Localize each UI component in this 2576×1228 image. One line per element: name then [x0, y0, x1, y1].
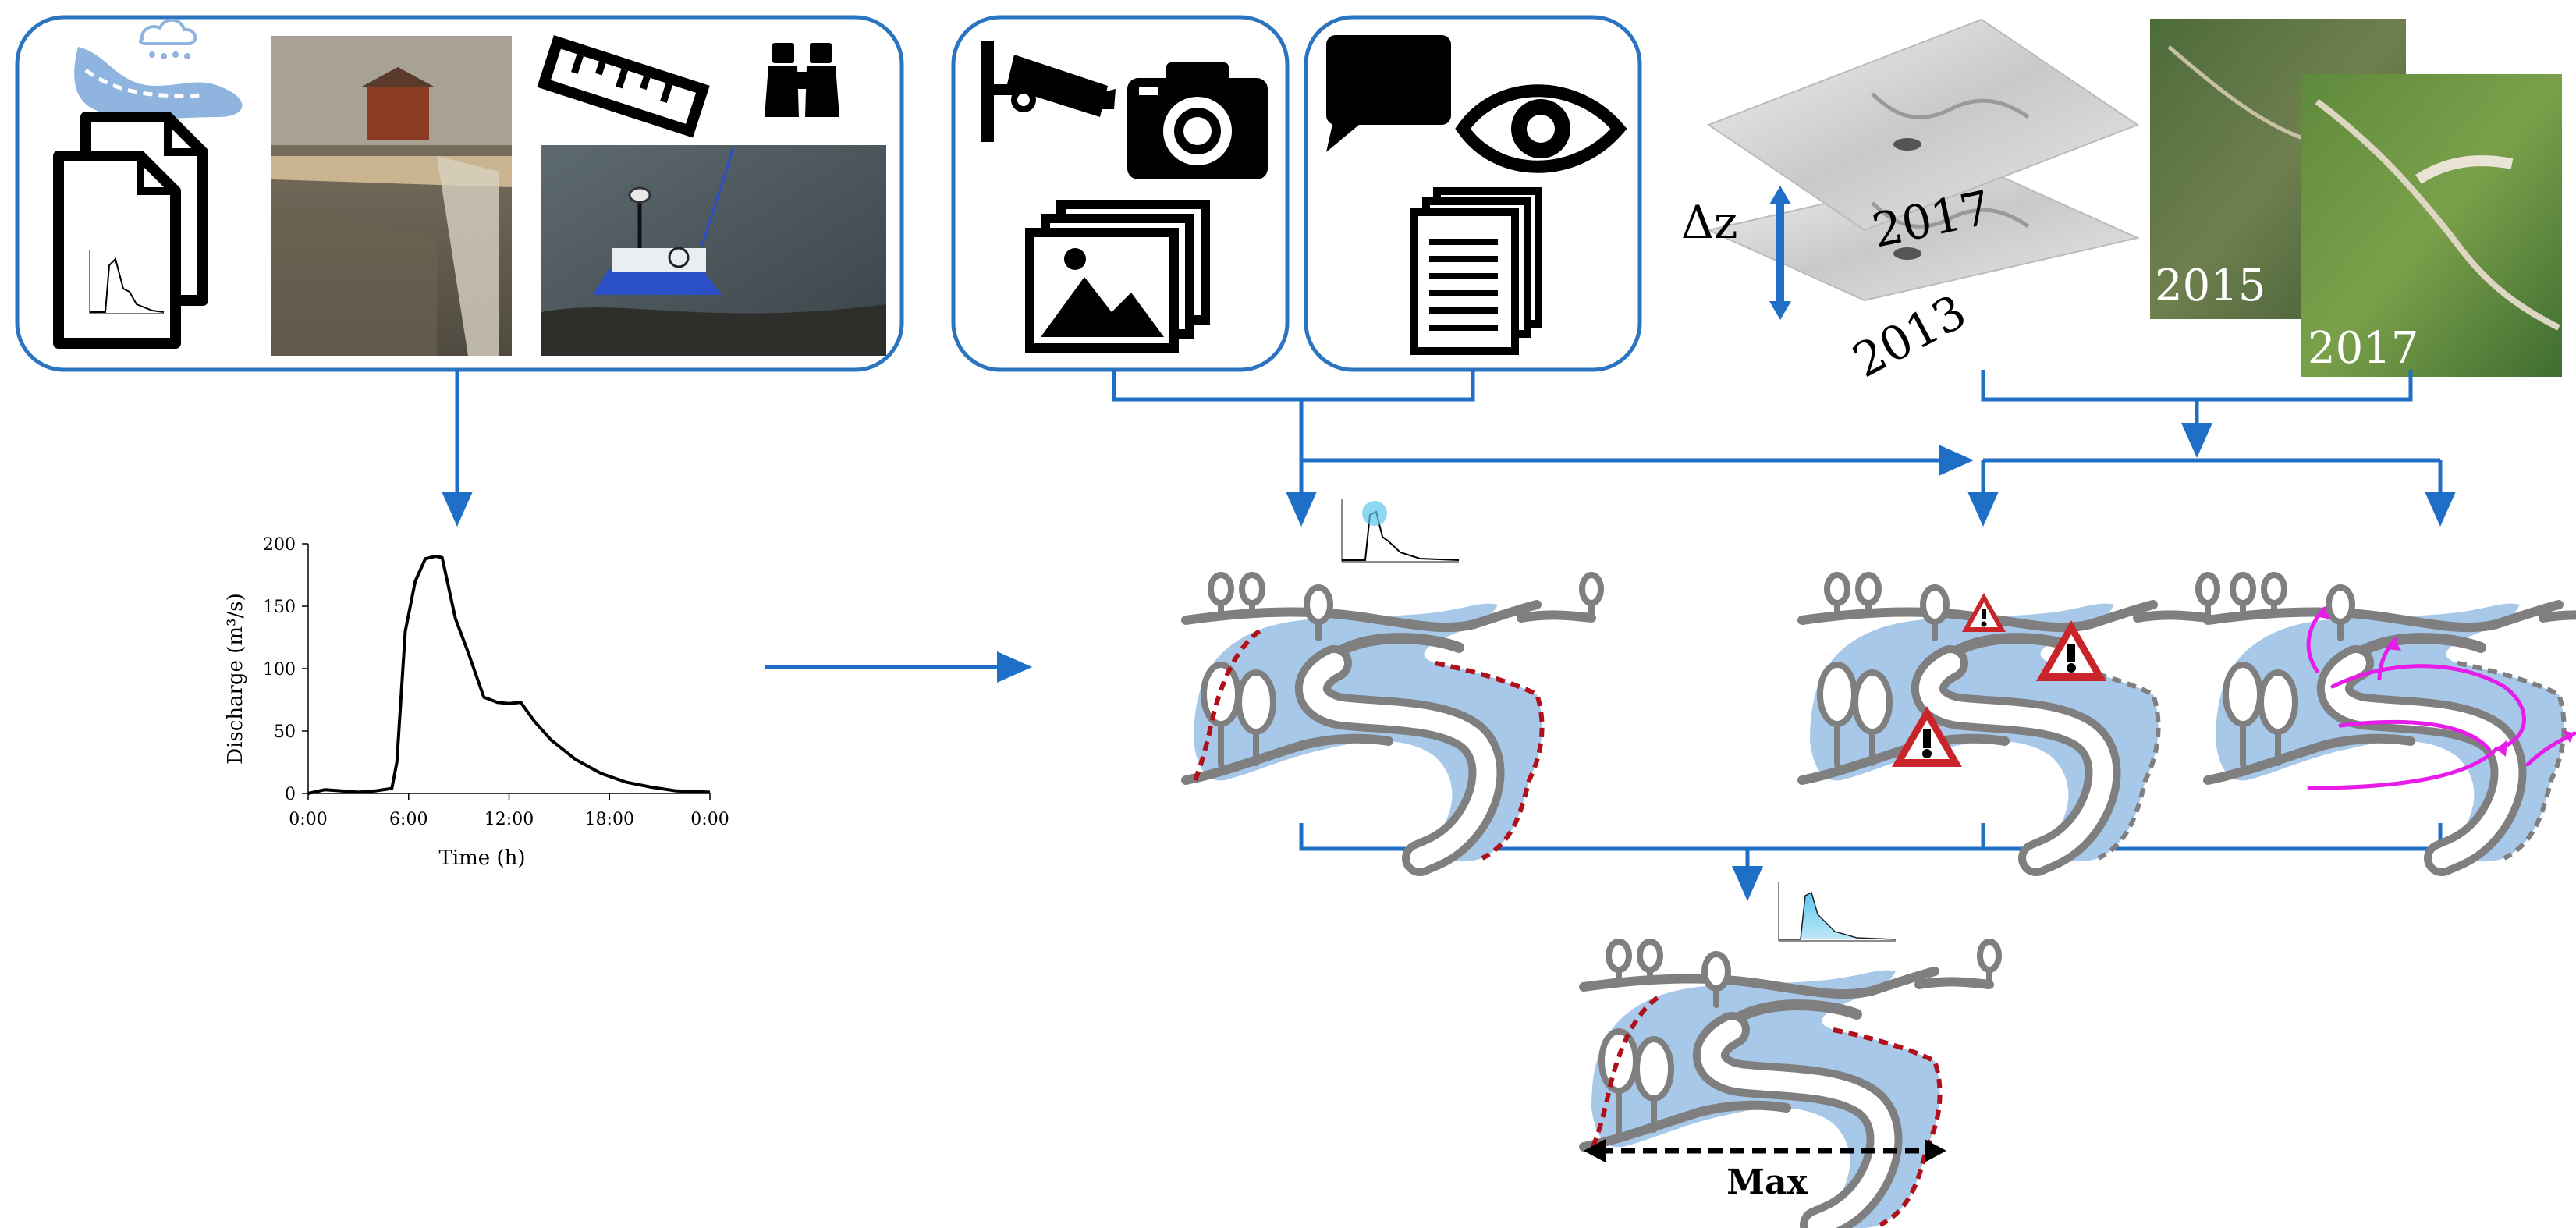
- mini-hydrograph-volume-icon: [1778, 882, 1897, 942]
- chart-tick-labels: 0 50 100 150 200 0:00 6:00 12:00 18:00 0:00: [263, 535, 729, 829]
- chart-x-tick-label: 0:00: [690, 810, 729, 829]
- delta-z-label: Δz: [1681, 196, 1737, 249]
- catchment-rain-icon: [74, 18, 243, 119]
- chart-x-tick-label: 6:00: [389, 810, 428, 829]
- orthophoto-comparison: 2015 2017: [2150, 19, 2562, 377]
- mini-hydrograph-peak-icon: [1341, 499, 1460, 563]
- chart-y-tick-label: 100: [263, 660, 296, 680]
- text-document-stack-icon: [1410, 187, 1542, 355]
- chart-axes: [307, 544, 710, 794]
- river-measurement-photo: [541, 145, 886, 356]
- dem-difference-layers: Δz 2017 2013: [1681, 18, 2141, 389]
- eye-icon: [1455, 84, 1627, 173]
- hydrograph-document-icon: [89, 250, 165, 314]
- scene-peak-extent: [1186, 499, 1601, 861]
- chart-x-tick-label: 0:00: [289, 810, 327, 829]
- image-gallery-icon: [1025, 200, 1210, 353]
- cctv-camera-icon: [981, 41, 1116, 142]
- warning-icon: [1962, 593, 2006, 632]
- chart-y-axis-label: Discharge (m³/s): [224, 593, 247, 765]
- flood-limit-line: [1193, 626, 1265, 782]
- field-measurements-box: [15, 15, 904, 372]
- discharge-hydrograph-chart: 0 50 100 150 200 0:00 6:00 12:00 18:00 0:00 Disch…: [224, 535, 729, 870]
- chart-y-tick-label: 50: [274, 722, 296, 742]
- chart-x-tick-label: 18:00: [585, 810, 634, 829]
- photo-camera-icon: [1127, 62, 1268, 179]
- warning-icon: [2036, 620, 2106, 681]
- flow-connectors: [442, 370, 2456, 901]
- scene-flow-paths: [2208, 575, 2576, 861]
- max-label: Max: [1726, 1162, 1808, 1202]
- ortho-front-year: 2017: [2308, 323, 2419, 374]
- chart-y-tick-label: 200: [263, 535, 296, 555]
- chart-y-tick-label: 0: [285, 785, 296, 804]
- chart-x-tick-label: 12:00: [484, 810, 534, 829]
- scene-hazard-points: [1802, 575, 2217, 861]
- speech-bubble-icon: [1326, 35, 1451, 152]
- chart-x-axis-label: Time (h): [439, 846, 526, 870]
- witness-documents-box: [1304, 15, 1642, 372]
- warning-icon: [1892, 706, 1962, 767]
- binoculars-icon: [765, 43, 839, 117]
- camera-imagery-box: [951, 15, 1290, 372]
- weir-photo: [271, 36, 512, 356]
- scene-maximum-extent: Max: [1584, 882, 1999, 1228]
- document-stack-icon: [53, 112, 208, 349]
- discharge-series-line: [307, 555, 711, 795]
- ortho-back-year: 2015: [2155, 261, 2266, 311]
- chart-y-tick-label: 150: [263, 598, 296, 617]
- ruler-icon: [537, 35, 710, 138]
